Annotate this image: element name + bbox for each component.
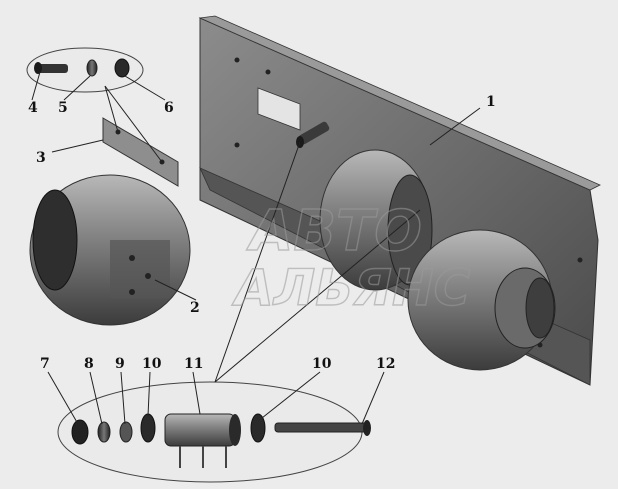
upper-hardware-group xyxy=(26,47,144,93)
watermark-line1: АВТО xyxy=(246,199,422,264)
callout-8: 8 xyxy=(84,356,94,372)
callout-10-left: 10 xyxy=(142,356,162,372)
callout-9: 9 xyxy=(115,356,125,372)
callout-10-right: 10 xyxy=(312,356,332,372)
callout-labels: 1 2 3 4 5 6 7 8 9 10 11 10 12 xyxy=(28,94,496,372)
leader-lines xyxy=(31,71,481,425)
callout-11: 11 xyxy=(184,356,203,372)
blower-fan-right xyxy=(407,229,556,371)
blower-fan-loose xyxy=(29,174,191,326)
callout-2: 2 xyxy=(190,300,200,316)
watermark: АВТО АЛЬЯНС xyxy=(230,198,471,317)
callout-3: 3 xyxy=(36,150,46,166)
callout-12: 12 xyxy=(376,356,395,372)
watermark-line2: АЛЬЯНС xyxy=(231,259,471,317)
blower-fan-left xyxy=(319,149,433,291)
callout-4: 4 xyxy=(28,100,38,116)
callout-7: 7 xyxy=(40,356,50,372)
callout-1: 1 xyxy=(486,94,496,110)
callout-5: 5 xyxy=(58,100,68,116)
lower-hardware-group xyxy=(57,381,371,483)
callout-6: 6 xyxy=(164,100,174,116)
